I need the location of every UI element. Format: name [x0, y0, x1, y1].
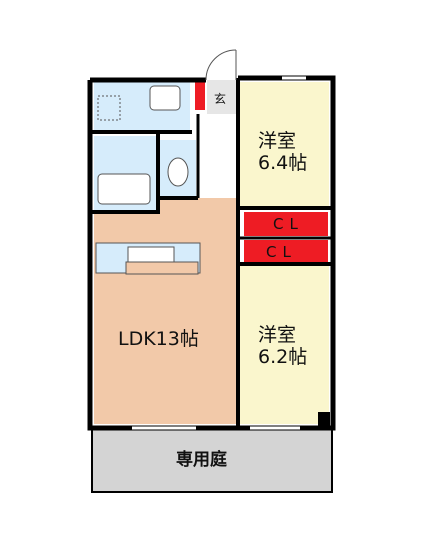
- garden-label: 専用庭: [176, 450, 227, 470]
- western-room-upper-label-1: 洋室: [258, 130, 297, 152]
- closet-lower: [244, 240, 328, 262]
- entrance-storage: [195, 82, 205, 110]
- entrance-door-swing: [205, 49, 237, 81]
- western-room-lower-floor: [240, 262, 329, 424]
- garden-area: [91, 427, 333, 493]
- toilet: [167, 157, 189, 187]
- entrance-label: 玄: [214, 92, 227, 106]
- bathtub: [97, 173, 151, 205]
- sink: [127, 246, 175, 264]
- ldk-floor: [94, 198, 237, 424]
- washing-machine-space: [97, 95, 121, 121]
- entrance-floor: [207, 80, 237, 114]
- western-room-upper-label-2: 6.4帖: [258, 152, 308, 174]
- closet-upper-label: CL: [273, 215, 304, 233]
- western-room-upper-floor: [240, 82, 329, 206]
- closet-lower-label: CL: [266, 243, 297, 261]
- counter-edge: [125, 261, 199, 275]
- closet-upper: [244, 212, 328, 236]
- western-room-lower-label-2: 6.2帖: [258, 346, 308, 368]
- western-room-lower-label-1: 洋室: [258, 324, 297, 346]
- column: [318, 412, 330, 426]
- washbasin: [149, 85, 181, 111]
- ldk-label: LDK13帖: [118, 328, 199, 350]
